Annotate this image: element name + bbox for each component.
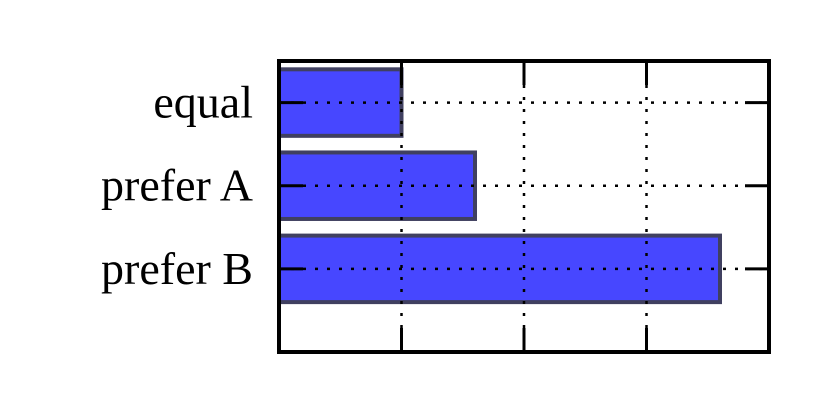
tick-layer bbox=[279, 61, 769, 352]
bar-layer bbox=[277, 61, 769, 352]
axes-frame bbox=[277, 59, 771, 354]
category-label: equal bbox=[153, 77, 253, 128]
category-label: prefer B bbox=[101, 243, 253, 294]
category-labels: equal prefer A prefer B bbox=[101, 77, 253, 294]
category-label: prefer A bbox=[101, 160, 253, 211]
